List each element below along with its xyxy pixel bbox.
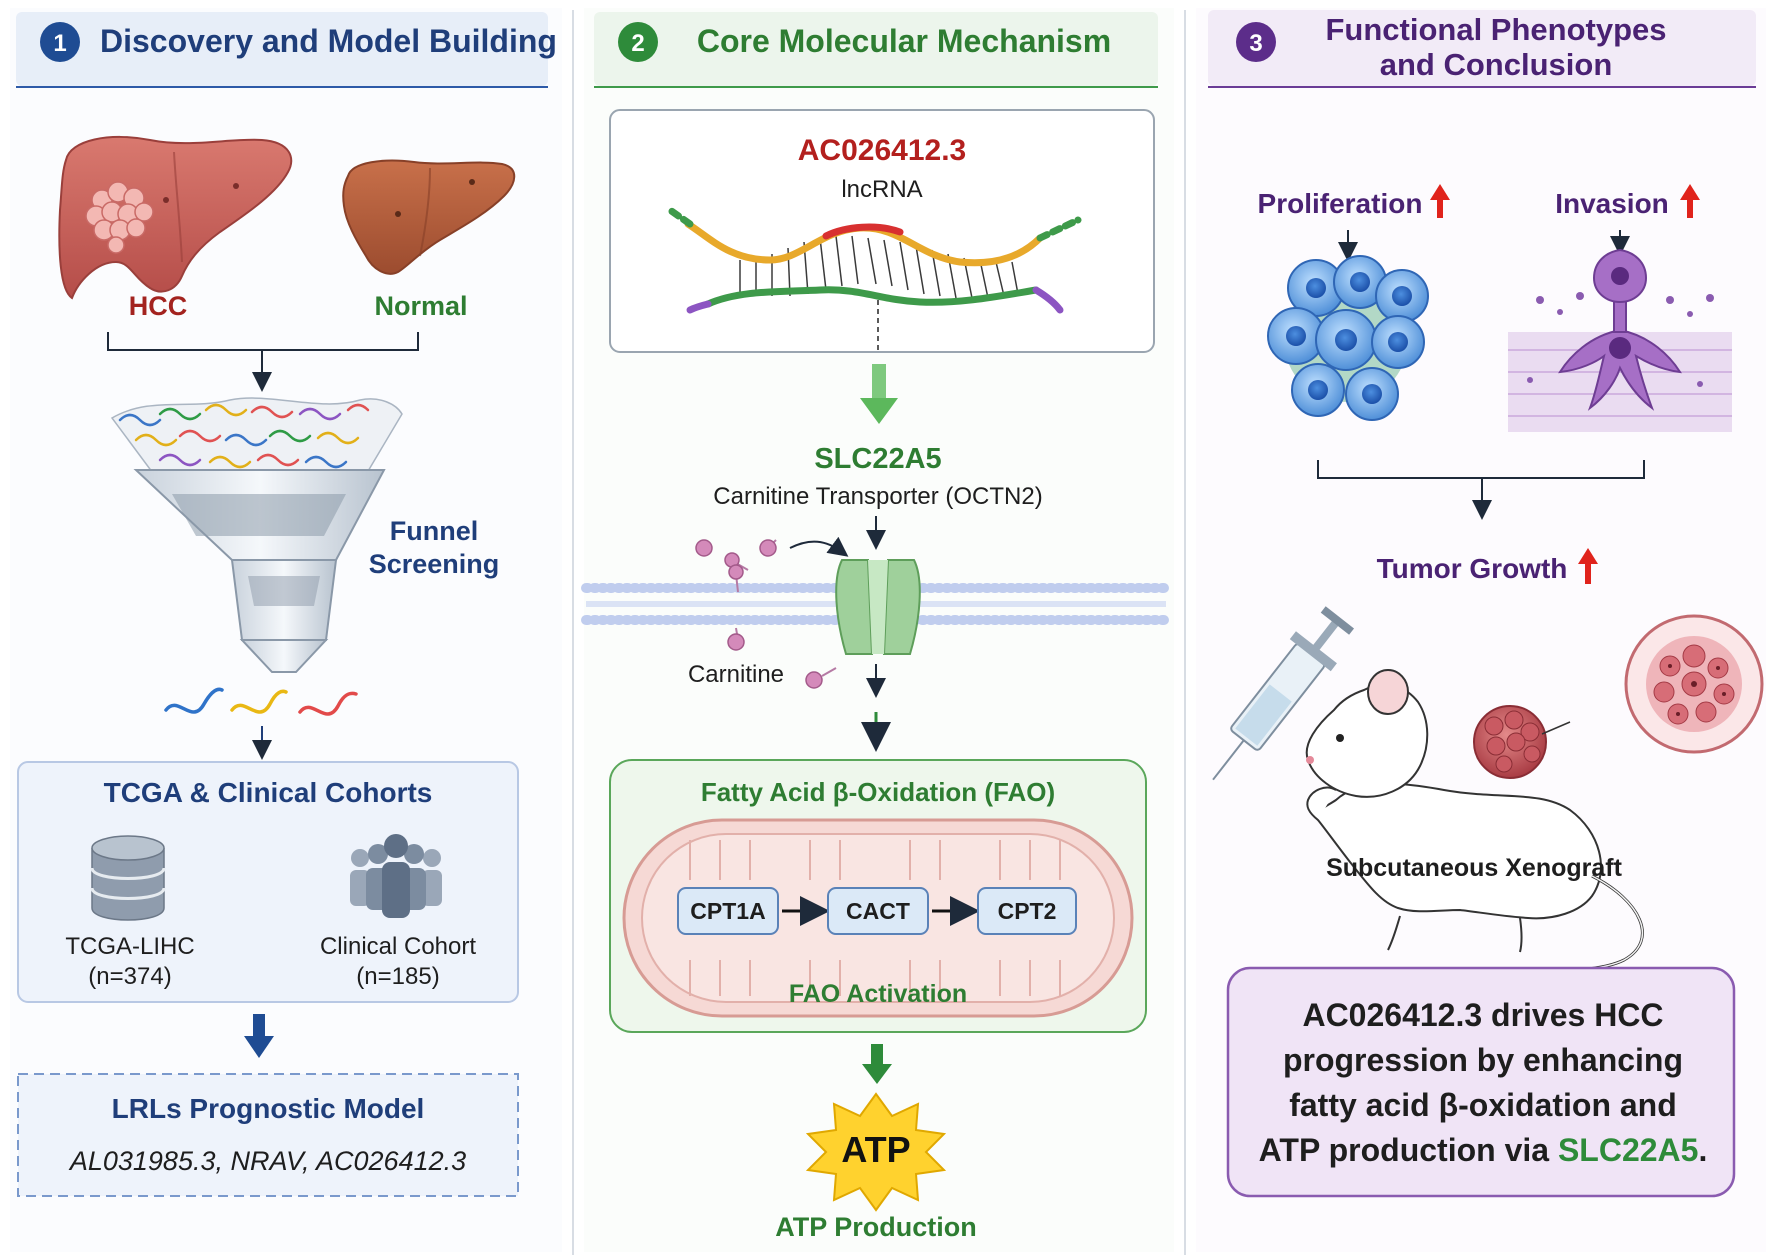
lncrna-name: AC026412.3 <box>798 134 966 167</box>
conclusion-line-2: progression by enhancing <box>1282 1042 1684 1078</box>
normal-label: Normal <box>374 291 467 321</box>
panel1-title: Discovery and Model Building <box>100 23 557 59</box>
liver-hcc-icon <box>58 135 293 300</box>
enzyme-cact: CACT <box>827 887 929 935</box>
transporter-icon <box>835 559 921 655</box>
conclusion-text: AC026412.3 drives HCC progression by enh… <box>1232 972 1734 1194</box>
panel2-header <box>594 12 1158 86</box>
model-box <box>17 1073 519 1197</box>
people-group-icon <box>350 834 442 918</box>
clinical-name: Clinical Cohort <box>320 933 476 960</box>
xenograft-label: Subcutaneous Xenograft <box>1326 854 1623 882</box>
conclusion-line-4: ATP production via SLC22A5. <box>1259 1128 1708 1173</box>
enzyme-cpt1a-label: CPT1A <box>690 898 765 924</box>
arrow-to-slc22a5 <box>860 364 898 424</box>
model-genes: AL031985.3, NRAV, AC026412.3 <box>68 1146 466 1176</box>
conclusion-highlight-slc22a5: SLC22A5 <box>1557 1132 1699 1168</box>
tumor-growth-label: Tumor Growth <box>1377 553 1568 584</box>
panel1: 1 Discovery and Model Building HCC Norma… <box>16 12 557 1197</box>
enzyme-cpt2: CPT2 <box>977 887 1077 935</box>
conclusion-line-1: AC026412.3 drives HCC <box>1302 997 1664 1033</box>
invasion-up-arrow <box>1680 184 1700 218</box>
enzyme-cpt1a: CPT1A <box>677 887 779 935</box>
proliferation-label: Proliferation <box>1258 188 1423 219</box>
conclusion-line-3: fatty acid β-oxidation and <box>1289 1087 1677 1123</box>
arrow-to-model <box>244 1014 274 1058</box>
panel3-title-line1: Functional Phenotypes <box>1325 12 1666 47</box>
panel1-number-badge <box>40 22 80 62</box>
slc22a5-label: SLC22A5 <box>814 443 941 475</box>
arrow-to-atp <box>862 1044 892 1084</box>
atp-label: ATP <box>841 1129 910 1170</box>
panel1-number: 1 <box>53 30 66 57</box>
funnel-label-line1: Funnel <box>390 516 479 546</box>
conclusion-line-4-suffix: . <box>1698 1132 1708 1168</box>
slc22a5-description: Carnitine Transporter (OCTN2) <box>713 483 1042 510</box>
atp-production-label: ATP Production <box>775 1212 977 1242</box>
panel2-number-badge <box>618 22 658 62</box>
tumor-growth-up-arrow <box>1578 548 1598 584</box>
tcga-name: TCGA-LIHC <box>65 933 194 960</box>
panel2: 2 Core Molecular Mechanism AC026412.3 ln… <box>581 12 1171 1242</box>
panel3-title-line2: and Conclusion <box>1380 47 1613 82</box>
syringe-icon <box>1212 606 1355 781</box>
funnel-icon <box>110 397 403 673</box>
fao-title: Fatty Acid β-Oxidation (FAO) <box>701 777 1055 807</box>
panel3-number-badge <box>1236 22 1276 62</box>
clinical-n: (n=185) <box>356 963 439 990</box>
conclusion-line-4-prefix: ATP production via <box>1258 1132 1558 1168</box>
database-icon <box>90 835 166 921</box>
xenograft-tumor <box>1473 705 1571 779</box>
mouse-icon <box>1305 669 1644 990</box>
funnel-label-line2: Screening <box>369 549 500 579</box>
model-title: LRLs Prognostic Model <box>112 1093 425 1124</box>
cell-cluster-icon <box>1267 255 1429 421</box>
atp-burst-icon <box>805 1092 947 1212</box>
hcc-label: HCC <box>129 291 188 321</box>
cohorts-title: TCGA & Clinical Cohorts <box>104 777 433 808</box>
filtered-rnas <box>164 687 358 716</box>
tcga-n: (n=374) <box>88 963 171 990</box>
panel1-header <box>16 12 548 86</box>
cohorts-box <box>17 761 519 1003</box>
panel2-number: 2 <box>631 30 644 57</box>
panel3: 3 Functional Phenotypes and Conclusion P… <box>1208 10 1764 1198</box>
lncrna-type: lncRNA <box>841 176 922 203</box>
carnitine-molecules <box>695 536 849 689</box>
enzyme-cpt2-label: CPT2 <box>998 898 1057 924</box>
panel3-number: 3 <box>1249 30 1262 57</box>
invading-cell-icon <box>1508 248 1732 432</box>
fao-activation-label: FAO Activation <box>789 980 967 1008</box>
panel3-header <box>1208 10 1756 86</box>
carnitine-label: Carnitine <box>688 661 784 688</box>
tumor-histology-icon <box>1624 614 1764 754</box>
conclusion-box <box>1226 966 1736 1198</box>
rna-duplex-icon <box>666 206 1082 352</box>
enzyme-cact-label: CACT <box>846 898 910 924</box>
proliferation-up-arrow <box>1430 184 1450 218</box>
panel2-title: Core Molecular Mechanism <box>697 23 1111 59</box>
liver-normal-icon <box>342 159 516 275</box>
invasion-label: Invasion <box>1555 188 1669 219</box>
